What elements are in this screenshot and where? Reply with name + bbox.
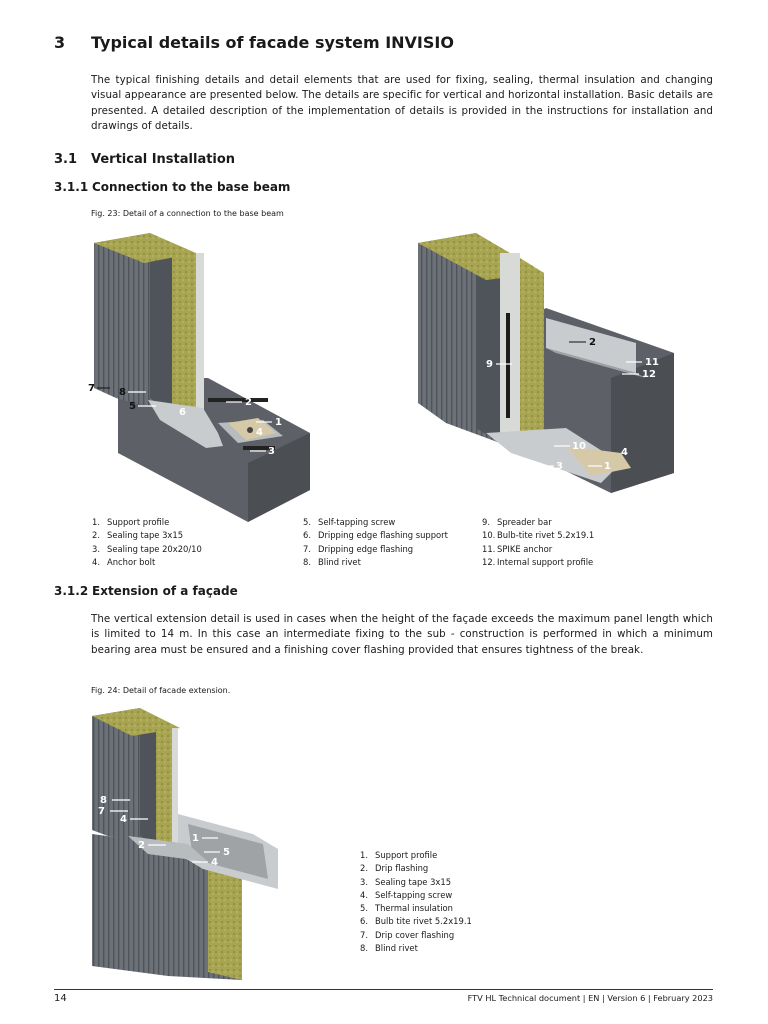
footer-divider (54, 989, 713, 990)
callout-3: 3 (556, 461, 563, 472)
figure-caption: Fig. 24: Detail of facade extension. (91, 686, 231, 695)
section-title: Typical details of facade system INVISIO (91, 33, 454, 52)
list-item: 8.Blind rivet (360, 943, 418, 954)
section-number: 3 (54, 33, 66, 52)
callout-12: 12 (642, 369, 656, 380)
subsection-heading-3-1-2: 3.1.2 Extension of a façade (54, 584, 238, 598)
callout-2: 2 (245, 397, 252, 408)
fig23-legend-col2: 5.Self-tapping screw 6.Dripping edge fla… (303, 516, 448, 569)
callout-2: 2 (138, 840, 145, 851)
extension-paragraph: The vertical extension detail is used in… (91, 613, 713, 656)
callout-2: 2 (589, 337, 596, 348)
callout-1: 1 (275, 417, 282, 428)
list-item: 4.Anchor bolt (92, 556, 156, 567)
list-item: 6.Bulb tite rivet 5.2x19.1 (360, 916, 472, 927)
page-number: 14 (54, 993, 67, 1004)
document-footer: FTV HL Technical document | EN | Version… (467, 993, 713, 1003)
callout-7: 7 (88, 383, 95, 394)
callout-1: 1 (604, 461, 611, 472)
callout-7: 7 (98, 806, 105, 817)
list-item: 5.Thermal insulation (360, 903, 453, 914)
callout-5: 5 (129, 401, 136, 412)
list-item: 6.Dripping edge flashing support (303, 530, 448, 541)
list-item: 9.Spreader bar (482, 517, 552, 527)
list-item: 7.Drip cover flashing (360, 929, 455, 940)
list-item: 12.Internal support profile (482, 556, 594, 567)
base-beam-drawing-left: 7 8 5 6 2 1 4 3 (88, 233, 310, 522)
list-item: 2.Sealing tape 3x15 (92, 530, 184, 541)
subsection-heading-3-1: 3.1 Vertical Installation (54, 152, 235, 167)
list-item: 11.SPIKE anchor (482, 543, 553, 554)
subsection-number: 3.1 (54, 152, 78, 167)
list-item: 8.Blind rivet (303, 556, 361, 567)
callout-3: 3 (268, 446, 275, 457)
subsection-number: 3.1.1 (54, 180, 89, 194)
facade-extension-drawing: 8 7 4 1 2 5 4 (92, 708, 278, 980)
callout-1: 1 (192, 833, 199, 844)
callouts: 2 11 12 9 10 4 3 1 (486, 337, 659, 472)
callout-4: 4 (256, 427, 263, 438)
list-item: 7.Dripping edge flashing (303, 543, 414, 554)
list-item: 3.Sealing tape 3x15 (360, 876, 452, 887)
callouts: 8 7 4 1 2 5 4 (98, 795, 230, 868)
fig23-legend-col3: 9.Spreader bar 10.Bulb-tite rivet 5.2x19… (482, 516, 594, 569)
list-item: 1.Support profile (92, 517, 170, 527)
figure-caption: Fig. 23: Detail of a connection to the b… (91, 209, 284, 218)
fig24-legend: 1.Support profile 2.Drip flashing 3.Seal… (360, 849, 472, 955)
list-item: 4.Self-tapping screw (360, 889, 453, 900)
subsection-title: Vertical Installation (91, 152, 236, 167)
callout-4: 4 (621, 447, 628, 458)
callout-10: 10 (572, 441, 586, 452)
callout-9: 9 (486, 359, 493, 370)
callouts: 7 8 5 6 2 1 4 3 (88, 383, 282, 457)
subsection-number: 3.1.2 (54, 584, 89, 598)
callout-11: 11 (645, 357, 659, 368)
subsection-title: Extension of a façade (92, 584, 238, 598)
callout-4: 4 (120, 814, 127, 825)
list-item: 2.Drip flashing (360, 863, 429, 874)
list-item: 1.Support profile (360, 850, 438, 860)
list-item: 10.Bulb-tite rivet 5.2x19.1 (482, 530, 595, 541)
base-beam-drawing-right: 2 11 12 9 10 4 3 1 (418, 233, 674, 493)
subsection-title: Connection to the base beam (92, 180, 291, 194)
callout-4: 4 (211, 857, 218, 868)
list-item: 5.Self-tapping screw (303, 517, 396, 527)
callout-8: 8 (119, 387, 126, 398)
fig23-legend-col1: 1.Support profile 2.Sealing tape 3x15 3.… (92, 516, 202, 569)
subsection-heading-3-1-1: 3.1.1 Connection to the base beam (54, 180, 290, 194)
callout-6: 6 (179, 407, 186, 418)
callout-5: 5 (223, 847, 230, 858)
list-item: 3.Sealing tape 20x20/10 (92, 543, 202, 554)
intro-paragraph: The typical finishing details and detail… (91, 74, 713, 133)
callout-8: 8 (100, 795, 107, 806)
